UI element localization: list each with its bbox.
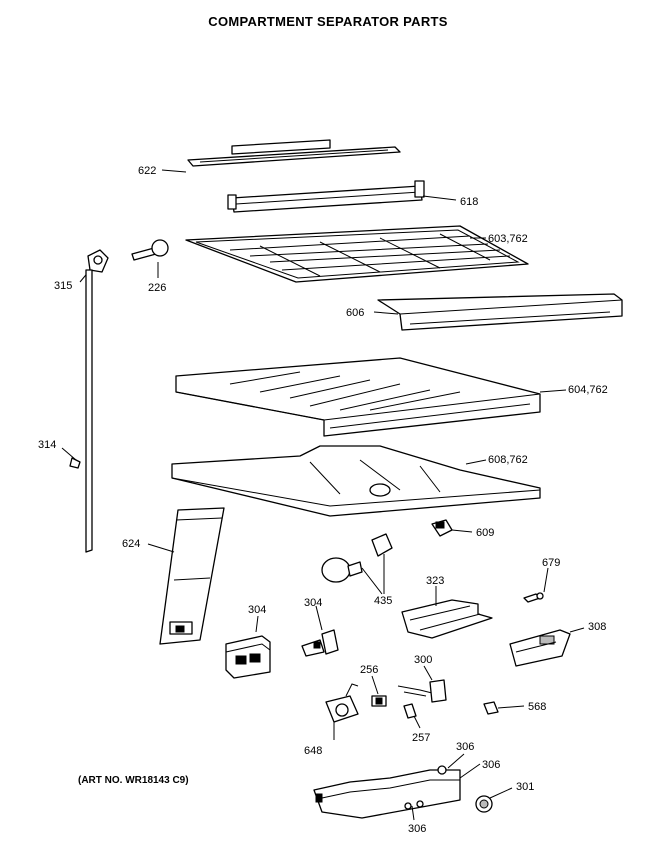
part-568-screw[interactable] <box>483 701 499 715</box>
callout-606: 606 <box>346 307 364 319</box>
part-304-housing[interactable] <box>225 635 271 679</box>
part-603-shelf[interactable] <box>185 225 529 283</box>
callout-306a: 306 <box>456 741 474 753</box>
part-679-screw[interactable] <box>523 592 544 603</box>
callout-618: 618 <box>460 196 478 208</box>
callout-608-762: 608,762 <box>488 454 528 466</box>
part-226-pin[interactable] <box>131 239 169 261</box>
callout-257: 257 <box>412 732 430 744</box>
part-257-screw[interactable] <box>403 703 417 719</box>
art-number: (ART NO. WR18143 C9) <box>78 775 189 786</box>
callout-226: 226 <box>148 282 166 294</box>
callout-435: 435 <box>374 595 392 607</box>
part-624-panel[interactable] <box>159 507 225 645</box>
callout-306c: 306 <box>408 823 426 835</box>
callout-301: 301 <box>516 781 534 793</box>
page-title: COMPARTMENT SEPARATOR PARTS <box>208 14 448 29</box>
part-300-harness[interactable] <box>397 679 447 703</box>
part-618-rail[interactable] <box>227 180 425 213</box>
part-256-switch[interactable] <box>371 695 387 707</box>
part-315-bracket[interactable] <box>87 249 109 273</box>
callout-679: 679 <box>542 557 560 569</box>
callout-323: 323 <box>426 575 444 587</box>
part-604-separator[interactable] <box>175 357 541 437</box>
callout-308: 308 <box>588 621 606 633</box>
callout-315: 315 <box>54 280 72 292</box>
callout-306b: 306 <box>482 759 500 771</box>
callout-304a: 304 <box>248 604 266 616</box>
callout-300: 300 <box>414 654 432 666</box>
callout-609: 609 <box>476 527 494 539</box>
callout-603-762: 603,762 <box>488 233 528 245</box>
callout-604-762: 604,762 <box>568 384 608 396</box>
part-323-housing[interactable] <box>401 599 493 639</box>
part-301-nut[interactable] <box>475 795 493 813</box>
part-306-bracket[interactable] <box>313 765 461 819</box>
part-308-bracket[interactable] <box>509 629 571 667</box>
part-609-clip[interactable] <box>431 519 453 537</box>
callout-256: 256 <box>360 664 378 676</box>
callout-648: 648 <box>304 745 322 757</box>
part-314-rod[interactable] <box>69 269 93 553</box>
callout-314: 314 <box>38 439 56 451</box>
part-622-cover[interactable] <box>187 139 401 167</box>
part-608-separator[interactable] <box>171 445 541 517</box>
callout-624: 624 <box>122 538 140 550</box>
part-606-rail[interactable] <box>377 293 623 331</box>
callout-568: 568 <box>528 701 546 713</box>
part-648-thermostat[interactable] <box>325 683 359 723</box>
part-435-bulb[interactable] <box>321 533 393 583</box>
part-304-switch[interactable] <box>301 629 339 657</box>
callout-304b: 304 <box>304 597 322 609</box>
callout-622: 622 <box>138 165 156 177</box>
